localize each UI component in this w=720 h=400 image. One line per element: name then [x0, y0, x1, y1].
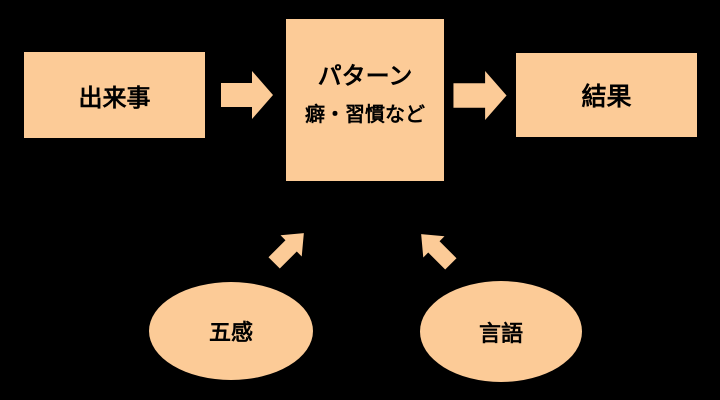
arrow-right-icon [221, 71, 273, 119]
node-event-label: 出来事 [78, 83, 151, 112]
node-result-label: 結果 [581, 82, 632, 111]
arrow-right-icon [453, 71, 507, 120]
node-language-label: 言語 [478, 321, 523, 347]
node-five-senses: 五感 [149, 282, 313, 380]
arrow-up-right-icon [268, 233, 304, 269]
arrow-up-left-icon [421, 234, 457, 270]
node-pattern-label: パターン [317, 61, 413, 90]
node-five-senses-label: 五感 [208, 321, 253, 346]
node-pattern-sublabel: 癖・習慣など [305, 102, 425, 127]
node-result: 結果 [516, 53, 697, 137]
node-pattern: パターン 癖・習慣など [286, 19, 444, 181]
node-event: 出来事 [24, 52, 205, 138]
node-language: 言語 [420, 281, 582, 382]
